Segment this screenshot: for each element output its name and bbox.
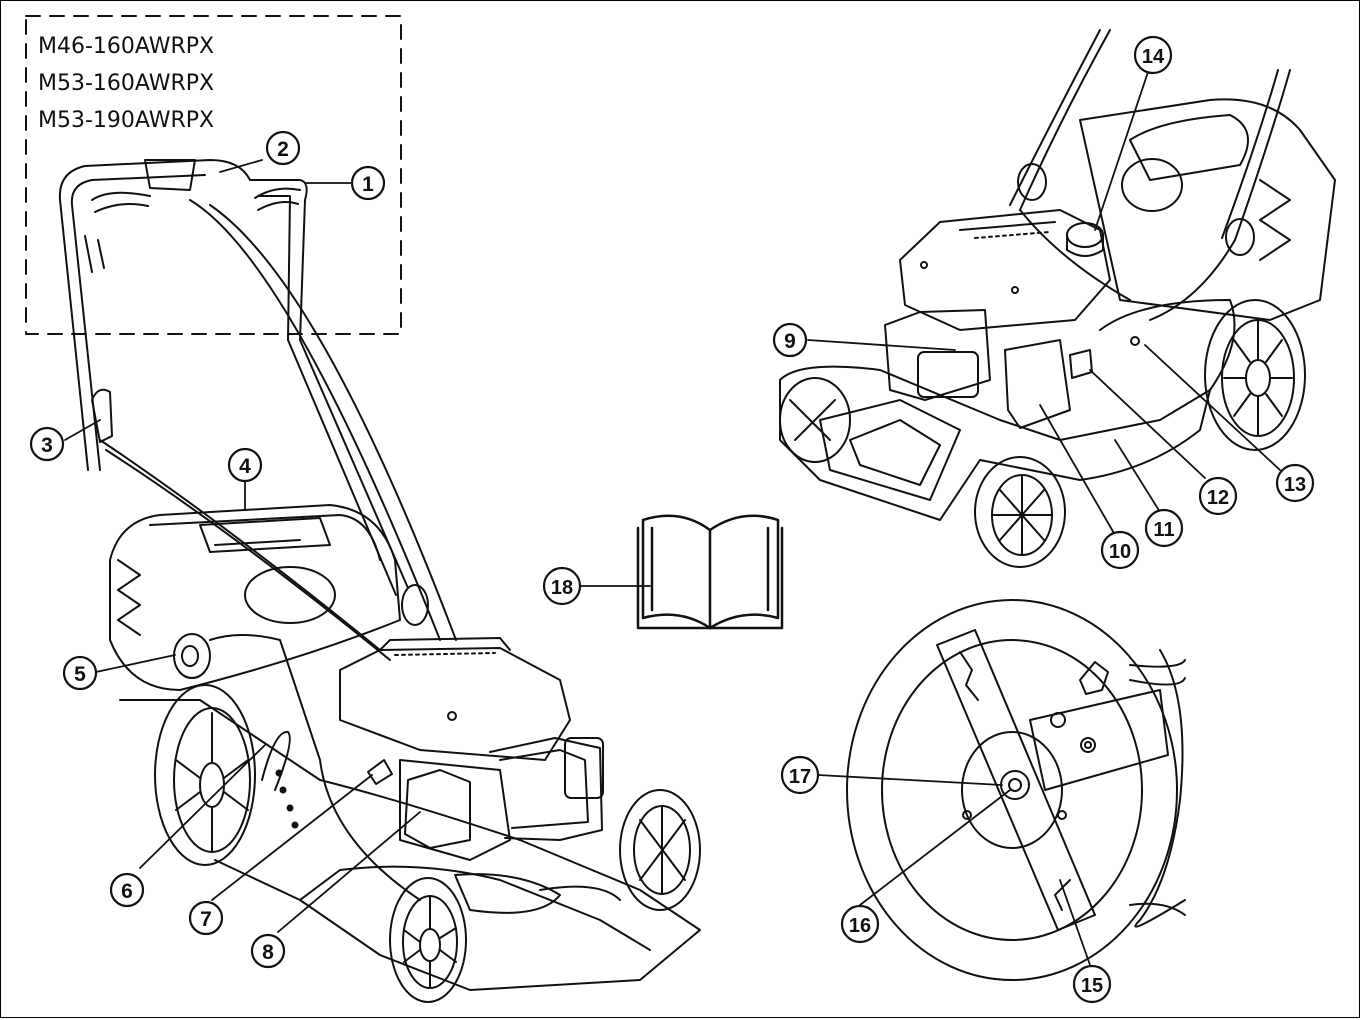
- callout-label: 15: [1081, 975, 1103, 997]
- callout-3: [29, 426, 65, 462]
- callout-label: 18: [551, 577, 573, 599]
- model-variant-box: [25, 15, 402, 335]
- callout-label: 2: [277, 138, 289, 161]
- lawn-mower-rear-view: [58, 159, 701, 1003]
- callout-label: 17: [789, 766, 811, 788]
- callout-label: 4: [239, 455, 251, 478]
- mower-deck-underside-blade: [846, 599, 1186, 981]
- callout-9: [772, 322, 808, 358]
- callout-16: [840, 904, 880, 944]
- open-book-icon: [636, 514, 784, 630]
- callout-13: [1275, 463, 1315, 503]
- callout-1: [350, 165, 386, 201]
- leader-lines: [64, 71, 1281, 966]
- callout-label: 12: [1207, 487, 1229, 509]
- callout-5: [62, 655, 98, 691]
- model-list: M46-160AWRPX M53-160AWRPX M53-190AWRPX: [38, 28, 214, 139]
- callout-label: 14: [1142, 46, 1165, 68]
- callout-label: 7: [200, 908, 212, 931]
- callout-4: [227, 447, 263, 483]
- callout-label: 9: [784, 330, 796, 353]
- callout-6: [109, 872, 145, 908]
- callout-label: 5: [74, 663, 86, 686]
- callout-label: 6: [121, 880, 133, 903]
- callout-label: 10: [1109, 541, 1131, 563]
- model-name: M53-160AWRPX: [38, 71, 215, 96]
- callout-2: [265, 130, 301, 166]
- callout-14: [1133, 35, 1173, 75]
- lawn-mower-front-view: [779, 29, 1336, 568]
- callout-11: [1144, 508, 1184, 548]
- callout-label: 1: [362, 173, 374, 196]
- callout-7: [188, 900, 224, 936]
- callout-label: 13: [1284, 474, 1306, 496]
- callout-12: [1198, 476, 1238, 516]
- callout-10: [1100, 530, 1140, 570]
- callout-15: [1072, 964, 1112, 1004]
- callout-18: [542, 566, 582, 606]
- callout-labels: 1 2 3 4 5 6 7 8 9 10 11 12 13 14 15 16 1…: [41, 46, 1306, 997]
- callout-markers: [29, 35, 1315, 1004]
- model-name: M53-190AWRPX: [38, 108, 215, 133]
- callout-8: [250, 933, 286, 969]
- callout-17: [780, 755, 820, 795]
- callout-label: 8: [262, 941, 274, 964]
- callout-label: 3: [41, 434, 53, 457]
- callout-label: 11: [1153, 519, 1174, 541]
- callout-label: 16: [849, 915, 871, 937]
- model-name: M46-160AWRPX: [38, 34, 215, 59]
